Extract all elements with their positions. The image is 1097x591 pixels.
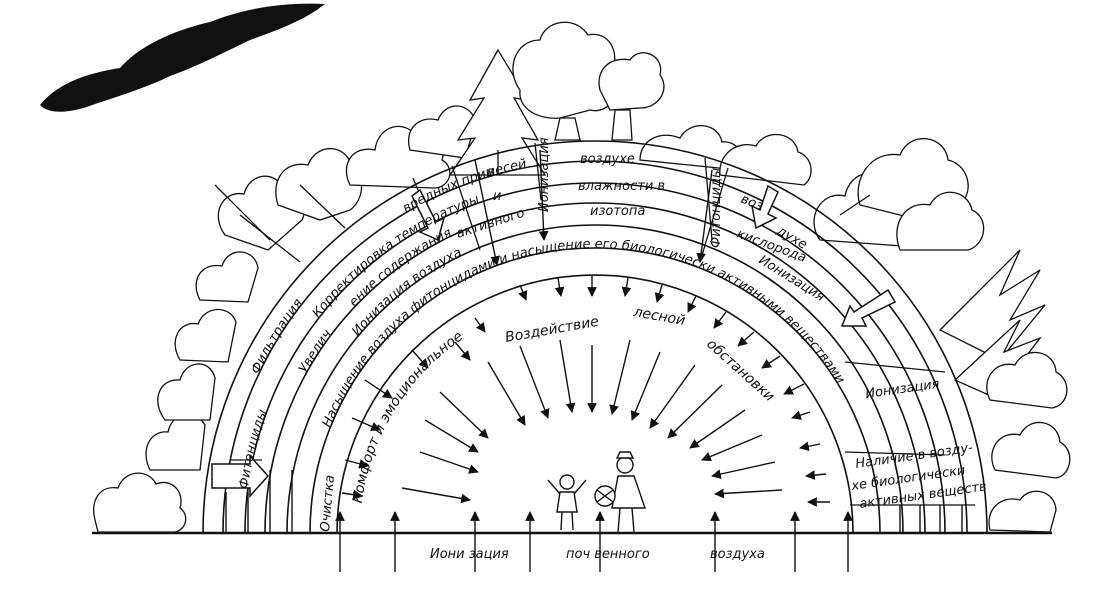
label-ionizacia-right: Ионизация (864, 377, 940, 402)
band-arrows (474, 149, 713, 266)
label-lesnoy: лесной (631, 304, 686, 329)
label-ionizacia-top: Ионизация (537, 137, 552, 212)
label-bottom-pochvennogo: поч венного (566, 547, 650, 562)
influence-arrows (341, 276, 830, 507)
ground-ticks (225, 470, 963, 533)
forest-trees (93, 21, 1071, 533)
label-vlazhnosti: влажности в (578, 179, 665, 194)
label-fitoncidy-top: Фитонциды (709, 168, 724, 248)
ring-bands (202, 140, 988, 534)
label-filtracia: Фильтрация (248, 296, 306, 376)
label-vozdeystvie: Воздействие (504, 314, 600, 346)
children-figures (547, 451, 646, 533)
cloud-shape (40, 3, 325, 112)
label-bottom-vozduha: воздуха (710, 547, 765, 562)
label-v: в (487, 165, 495, 180)
label-vozduhe: воздухе (580, 152, 635, 167)
label-izotopa: изотопа (590, 204, 645, 219)
block-arrows (211, 184, 897, 498)
label-obstanovki: обстановки (703, 336, 777, 405)
soil-air-arrows (335, 511, 853, 572)
label-uvelich: Увелич (296, 327, 335, 376)
label-bottom-ionizacia: Иони зация (430, 547, 509, 562)
label-ochistka: Очистка (318, 474, 338, 532)
label-i: и (493, 189, 501, 204)
